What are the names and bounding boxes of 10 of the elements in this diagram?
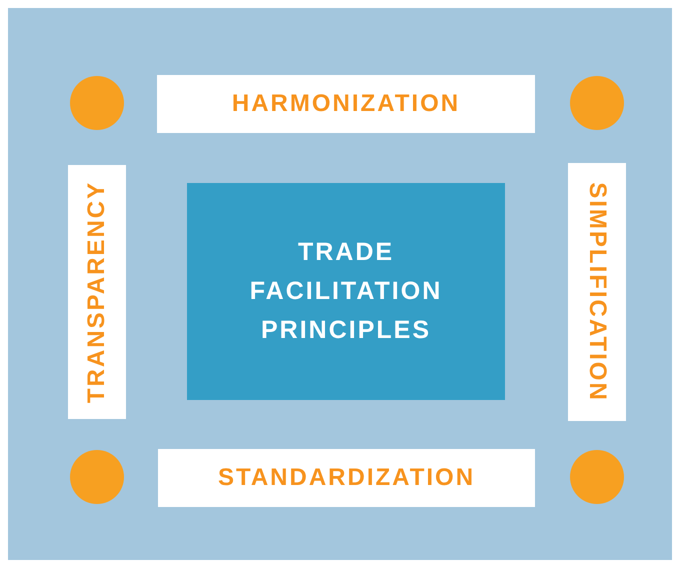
principle-label: SIMPLIFICATION — [583, 182, 611, 402]
principle-label: HARMONIZATION — [232, 90, 460, 118]
title-text: TRADE FACILITATION PRINCIPLES — [248, 237, 444, 346]
principle-box — [158, 449, 535, 507]
principle-box — [68, 165, 126, 419]
principle-box — [157, 75, 535, 133]
principle-box — [568, 163, 626, 421]
principle-label: STANDARDIZATION — [218, 464, 476, 492]
center-box — [187, 183, 505, 400]
principle-label: TRANSPARENCY — [83, 180, 111, 404]
